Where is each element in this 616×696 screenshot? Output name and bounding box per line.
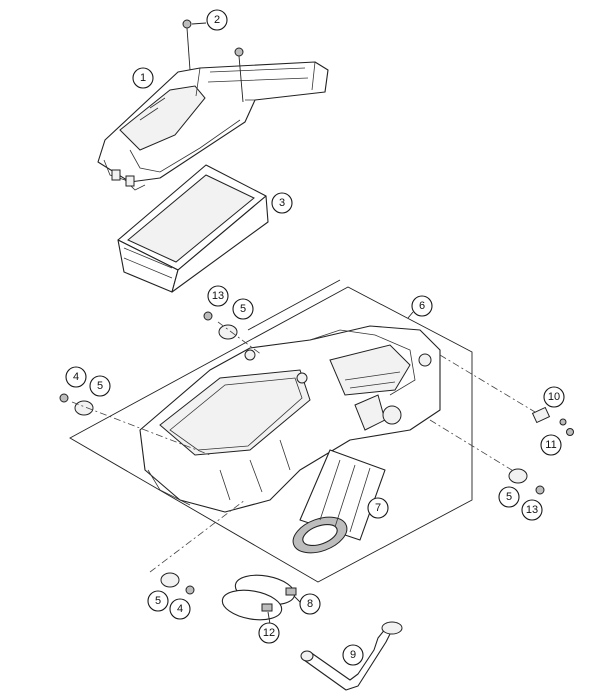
assembly-group-outline <box>69 279 473 583</box>
drain-hose-part <box>300 621 403 691</box>
callout-1: 1 <box>132 67 154 89</box>
callout-3: 3 <box>271 192 293 214</box>
callout-11: 11 <box>540 434 562 456</box>
callout-5-bottom: 5 <box>147 590 169 612</box>
callout-label: 13 <box>212 290 224 302</box>
callout-label: 7 <box>375 502 381 514</box>
callout-label: 2 <box>214 14 220 26</box>
callout-label: 11 <box>545 439 556 451</box>
callout-label: 4 <box>177 603 183 615</box>
callout-8: 8 <box>293 593 321 615</box>
airbox-housing-part <box>139 325 441 513</box>
callout-label: 13 <box>526 504 538 516</box>
airbox-cover-part <box>97 61 329 191</box>
grommet-set-bottom <box>160 572 195 595</box>
sensor-part-10 <box>531 406 574 436</box>
callout-label: 8 <box>307 598 313 610</box>
grommet-set-top <box>203 311 238 340</box>
callout-4-left: 4 <box>65 366 87 388</box>
callout-label: 4 <box>73 371 79 383</box>
center-lines <box>71 321 536 573</box>
callout-5-left: 5 <box>89 375 111 397</box>
screw-part-2 <box>182 19 244 103</box>
callout-7: 7 <box>367 497 389 519</box>
grommet-set-left <box>59 393 94 416</box>
callout-label: 1 <box>140 72 146 84</box>
callout-13-right: 13 <box>521 499 543 521</box>
callout-label: 3 <box>279 197 285 209</box>
intake-boot-part <box>292 449 386 554</box>
callout-5-top: 5 <box>232 298 254 320</box>
callout-label: 5 <box>240 303 246 315</box>
callout-6: 6 <box>407 295 433 319</box>
hose-clamp-part <box>221 574 297 621</box>
callout-4-bottom: 4 <box>169 598 191 620</box>
air-filter-part <box>117 164 269 293</box>
callout-13-top: 13 <box>207 285 229 307</box>
callout-label: 9 <box>350 649 356 661</box>
callout-2: 2 <box>191 9 228 31</box>
grommet-set-right <box>508 468 545 495</box>
callout-12: 12 <box>258 611 280 644</box>
callout-5-right: 5 <box>498 486 520 508</box>
callout-label: 6 <box>419 300 425 312</box>
callout-9: 9 <box>342 644 364 666</box>
callout-10: 10 <box>543 386 565 408</box>
callout-label: 10 <box>548 391 560 403</box>
callout-label: 5 <box>506 491 512 503</box>
callout-label: 12 <box>263 627 275 639</box>
callout-label: 5 <box>97 380 103 392</box>
callout-label: 5 <box>155 595 161 607</box>
